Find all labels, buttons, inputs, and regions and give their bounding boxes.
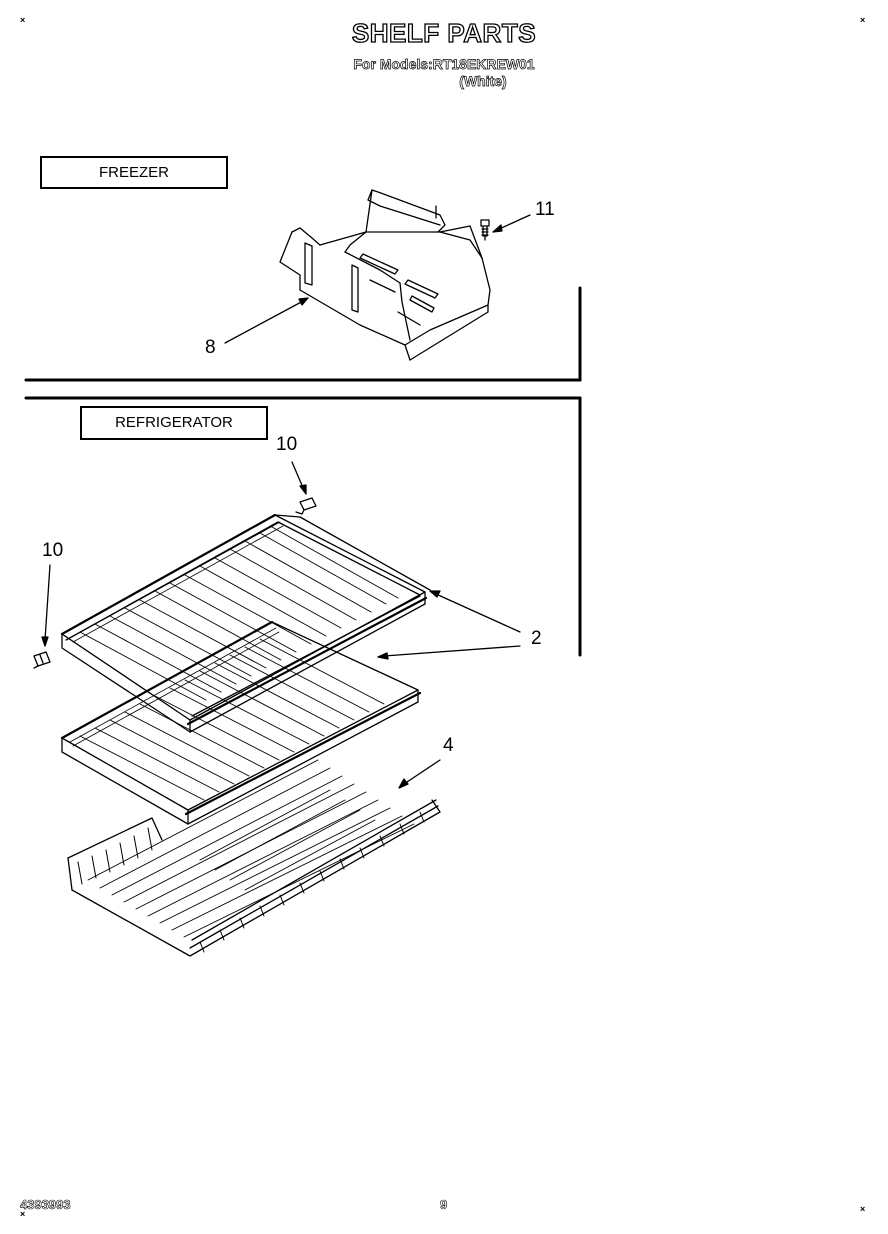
glass-shelf-lower-part-2 — [60, 620, 422, 825]
refrigerator-section-label: REFRIGERATOR — [80, 406, 268, 440]
callout-4: 4 — [443, 735, 454, 756]
corner-mark-bottom-left: × — [20, 1209, 26, 1219]
wire-shelf-part-4 — [67, 759, 441, 957]
corner-mark-bottom-right: × — [860, 1204, 866, 1214]
leader-line-2 — [377, 590, 521, 660]
leader-line-10-top — [291, 461, 307, 495]
leader-line-4 — [398, 759, 441, 789]
freezer-section-label: FREEZER — [40, 156, 228, 189]
leader-line-10-left — [41, 564, 51, 647]
glide-part-10-left — [33, 651, 51, 669]
callout-11: 11 — [535, 199, 555, 220]
refrigerator-label-text: REFRIGERATOR — [115, 414, 233, 431]
freezer-label-text: FREEZER — [98, 164, 169, 181]
freezer-section-frame — [24, 286, 582, 382]
callout-10-left: 10 — [42, 540, 64, 561]
document-number: 4393993 — [20, 1197, 71, 1213]
corner-mark-top-left: × — [20, 15, 26, 25]
leader-line-8 — [224, 297, 309, 344]
callout-2: 2 — [531, 628, 542, 649]
refrigerator-section-frame — [24, 396, 582, 657]
glass-shelf-upper-part-2 — [60, 513, 431, 733]
callout-10-top: 10 — [276, 434, 298, 455]
screw-part-11 — [480, 219, 490, 241]
leader-line-11 — [492, 214, 531, 233]
glide-part-10-top — [295, 497, 317, 515]
callout-8: 8 — [205, 337, 216, 358]
corner-mark-top-right: × — [860, 15, 866, 25]
model-info: For Models:RT18EKREW01 (White) — [0, 56, 888, 90]
page-title: SHELF PARTS — [351, 17, 537, 48]
page-number: 9 — [440, 1197, 448, 1213]
freezer-shelf-part-8 — [279, 189, 491, 361]
models-line: For Models:RT18EKREW01 — [353, 56, 535, 73]
color-line: (White) — [459, 73, 507, 90]
